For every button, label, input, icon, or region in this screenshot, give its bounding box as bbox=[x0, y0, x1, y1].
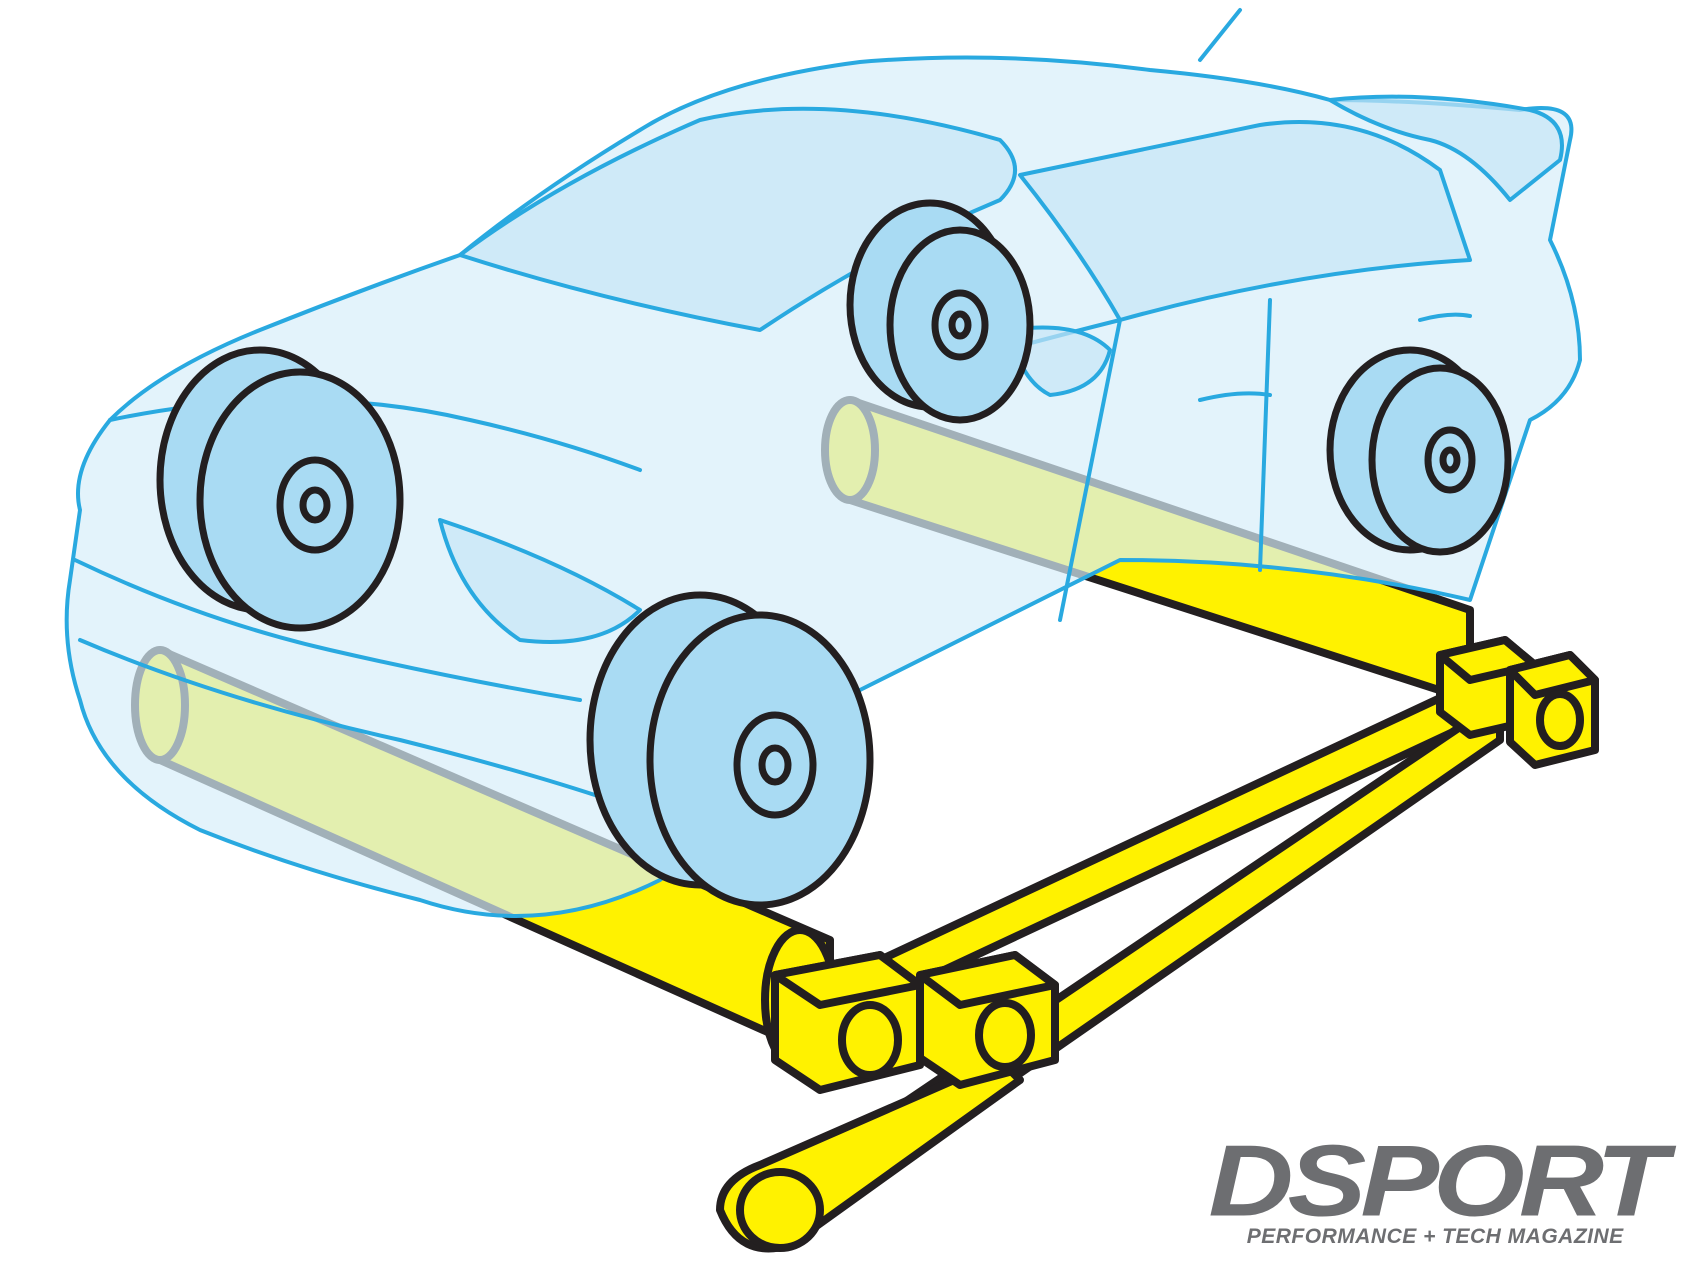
dyno-frame bbox=[716, 636, 1599, 1253]
car-side-window bbox=[1018, 120, 1472, 322]
car-side-mirror bbox=[1008, 325, 1112, 397]
car-spoiler bbox=[1328, 94, 1564, 202]
wheels bbox=[156, 199, 1512, 909]
car-windshield bbox=[458, 106, 1017, 332]
bearing-block-front-right bbox=[916, 951, 1059, 1089]
wheel-rear-left bbox=[846, 199, 1034, 424]
car-body bbox=[64, 8, 1582, 918]
logo-tagline: PERFORMANCE + TECH MAGAZINE bbox=[1246, 1225, 1624, 1248]
wheel-front-right bbox=[586, 591, 874, 909]
car-door-handle-rear bbox=[1418, 312, 1472, 322]
car-front-bumper bbox=[73, 558, 612, 802]
bearing-block-rear-right bbox=[1506, 651, 1599, 769]
dsport-logo: DSPORT PERFORMANCE + TECH MAGAZINE bbox=[1208, 1124, 1668, 1249]
logo-main-text: DSPORT bbox=[1208, 1124, 1668, 1238]
car-antenna bbox=[1198, 8, 1242, 62]
wheel-front-left bbox=[156, 346, 404, 632]
car-door-handle-front bbox=[1198, 391, 1272, 402]
car-headlight bbox=[438, 518, 642, 644]
bearing-block-front-left bbox=[771, 951, 924, 1094]
belt-pulley-lower bbox=[736, 1168, 824, 1252]
wheel-rear-right bbox=[1326, 346, 1512, 556]
